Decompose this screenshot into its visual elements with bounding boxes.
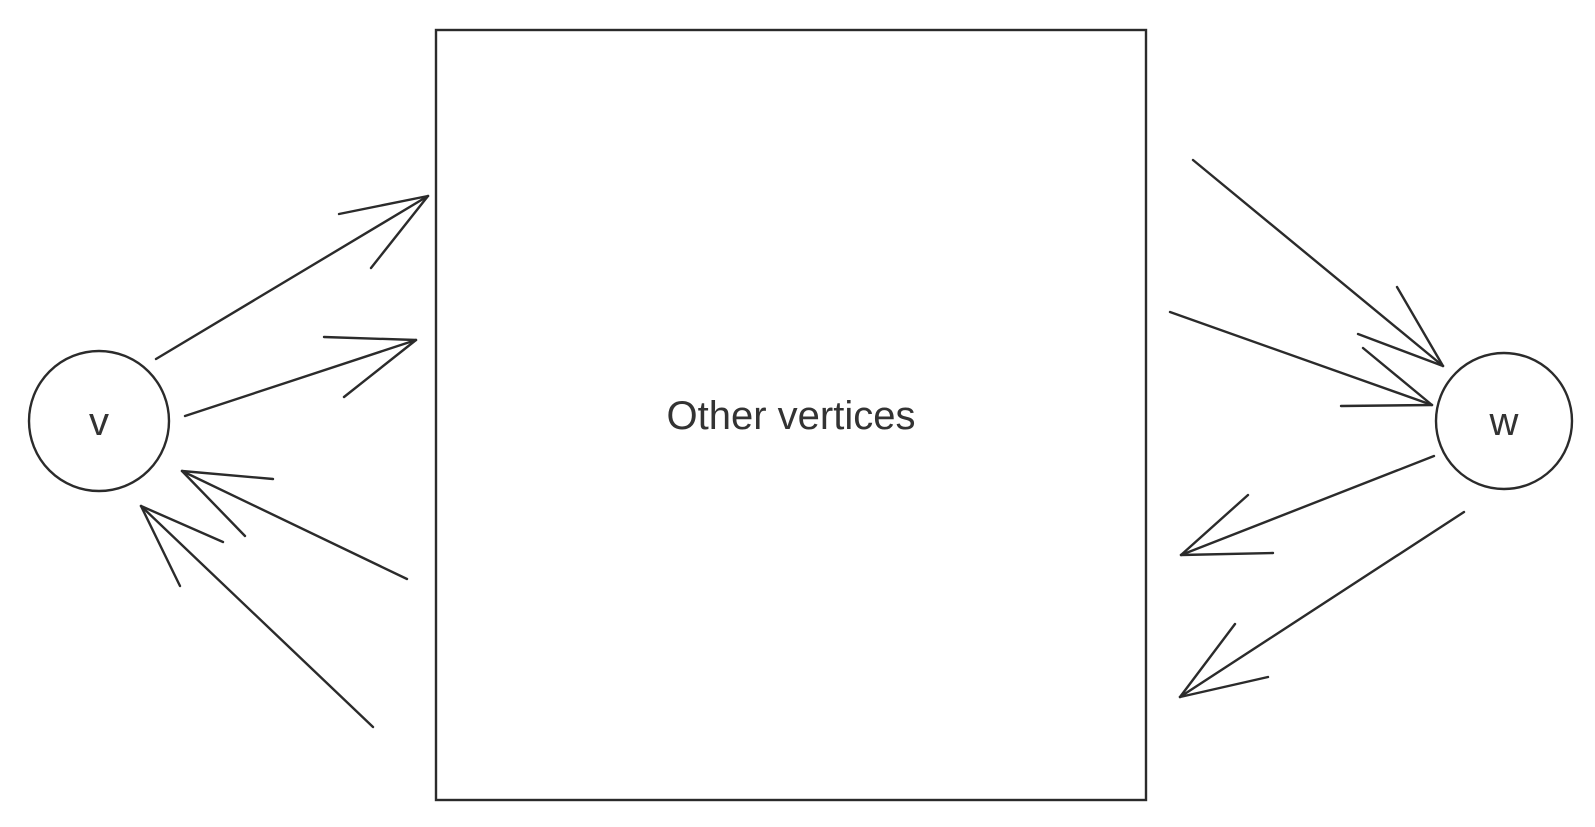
edge-other-to-v-1 <box>180 469 409 581</box>
other-vertices-box <box>434 28 1148 802</box>
other-vertices-label: Other vertices <box>667 394 916 438</box>
edge-v-to-other-1 <box>154 194 430 361</box>
edge-v-to-other-2 <box>183 335 418 418</box>
edge-other-to-v-2 <box>139 504 375 729</box>
edge-other-to-w-1 <box>1191 158 1445 368</box>
edge-other-to-w-2 <box>1168 310 1434 408</box>
node-w-label: w <box>1489 400 1519 444</box>
node-w <box>1434 351 1574 491</box>
node-v <box>27 349 171 493</box>
node-v-label: v <box>89 400 109 444</box>
edge-w-to-other-1 <box>1179 454 1436 557</box>
edge-w-to-other-2 <box>1178 510 1466 699</box>
